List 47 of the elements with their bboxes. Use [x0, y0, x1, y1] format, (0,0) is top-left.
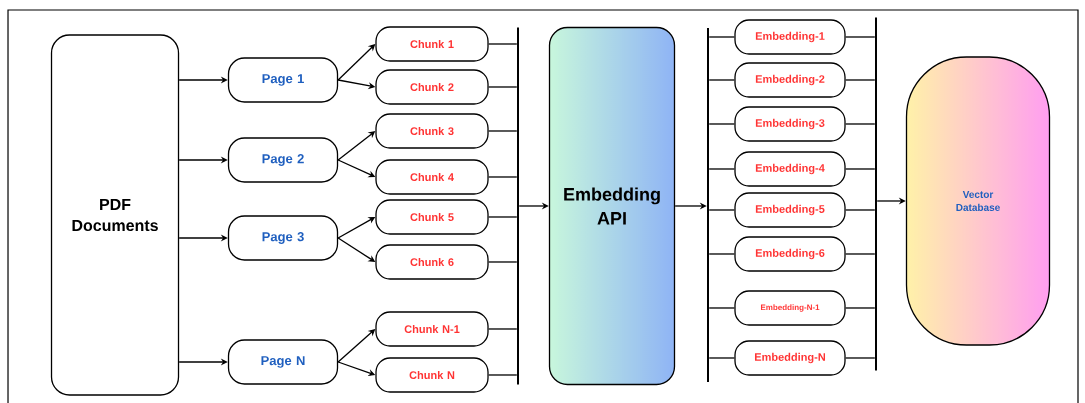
connector-line: [845, 79, 876, 81]
embedding-box: Embedding-6: [734, 236, 846, 272]
chunk-box: Chunk N: [375, 357, 489, 393]
connector-line: [845, 36, 876, 38]
connector-line: [708, 209, 735, 211]
embedding-box: Embedding-3: [734, 106, 846, 142]
document-box: PDF Documents: [50, 34, 180, 396]
connector-line: [488, 86, 518, 88]
page-box: Page N: [227, 339, 339, 385]
connector-line: [488, 43, 518, 45]
page-box: Page 3: [227, 215, 339, 261]
page-box: Page 1: [227, 57, 339, 103]
connector-line: [708, 168, 735, 170]
chunk-box: Chunk 6: [375, 244, 489, 280]
connector-line: [488, 328, 518, 330]
connector-line: [488, 216, 518, 218]
connector-line: [488, 130, 518, 132]
connector-line: [488, 176, 518, 178]
embedding-box: Embedding-1: [734, 19, 846, 55]
page-box: Page 2: [227, 137, 339, 183]
connector-line: [708, 79, 735, 81]
embedding-box: Embedding-5: [734, 192, 846, 228]
connector-line: [845, 168, 876, 170]
connector-line: [845, 253, 876, 255]
connector-line: [708, 307, 735, 309]
connector-line: [708, 357, 735, 359]
chunk-box: Chunk N-1: [375, 311, 489, 347]
embedding-box: Embedding-N: [734, 340, 846, 376]
connector-line: [845, 307, 876, 309]
connector-line: [488, 374, 518, 376]
chunk-box: Chunk 3: [375, 113, 489, 149]
database-drum: Vector Database: [905, 56, 1051, 346]
chunk-box: Chunk 5: [375, 199, 489, 235]
chunk-box: Chunk 2: [375, 69, 489, 105]
embedding-box: Embedding-4: [734, 151, 846, 187]
connector-line: [845, 357, 876, 359]
embedding-box: Embedding-N-1: [734, 290, 846, 326]
connector-line: [845, 209, 876, 211]
connector-line: [488, 261, 518, 263]
api-box: Embedding API: [548, 26, 676, 386]
chunk-box: Chunk 4: [375, 159, 489, 195]
connector-line: [708, 36, 735, 38]
connector-line: [708, 253, 735, 255]
connector-line: [708, 123, 735, 125]
connector-line: [845, 123, 876, 125]
chunk-box: Chunk 1: [375, 26, 489, 62]
embedding-box: Embedding-2: [734, 62, 846, 98]
